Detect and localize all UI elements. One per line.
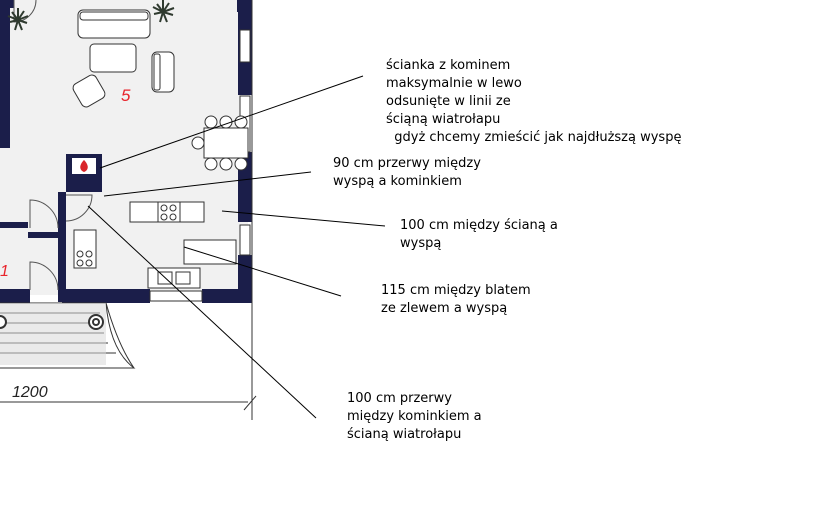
- leader-line-1: [99, 75, 364, 169]
- wall-partition: [58, 192, 66, 302]
- chair: [219, 157, 233, 171]
- leader-lines: [87, 75, 386, 419]
- burner: [85, 250, 93, 258]
- flame-icon: [80, 160, 88, 172]
- window-bottom: [149, 290, 203, 302]
- counter-left: [73, 229, 97, 269]
- wall-bottom-left: [0, 289, 30, 303]
- wall-kitchen-stub: [28, 232, 60, 238]
- post: [92, 318, 100, 326]
- dining-table: [203, 127, 249, 159]
- door-bottom: [29, 261, 59, 291]
- cooktop-burner: [169, 204, 177, 212]
- chair: [234, 157, 248, 171]
- leader-line-2: [103, 171, 312, 197]
- plant-left: [7, 8, 29, 31]
- sofa-top-back: [79, 11, 149, 21]
- post: [0, 315, 7, 329]
- sink-bowl: [175, 271, 191, 285]
- cooktop-burner: [160, 204, 168, 212]
- door-left: [29, 199, 59, 229]
- coffee-table: [89, 43, 137, 73]
- fridge: [183, 239, 237, 265]
- chair: [204, 115, 218, 129]
- armchair-left: [72, 74, 106, 108]
- door-wiatrolap: [65, 194, 93, 222]
- chair: [191, 136, 205, 150]
- kitchen-island: [129, 201, 205, 223]
- dining-chairs: [191, 115, 248, 171]
- burner: [76, 259, 84, 267]
- fireplace: [66, 154, 102, 192]
- cooktop-burner: [160, 213, 168, 221]
- dimension-label: 1200: [12, 384, 48, 401]
- chair: [204, 157, 218, 171]
- counter-sink: [147, 267, 201, 289]
- note-counter-island-gap: 115 cm między blatem ze zlewem a wyspą: [381, 283, 531, 316]
- room-number: 5: [121, 86, 131, 105]
- wall-left-upper: [0, 0, 10, 148]
- note-fireplace-wall: ścianka z kominem maksymalnie w lewo ods…: [386, 58, 682, 145]
- terrace-posts: [0, 314, 104, 330]
- leader-line-3: [221, 210, 386, 227]
- note-fireplace-wiatrolap-gap: 100 cm przerwy między kominkiem a ścianą…: [347, 391, 482, 442]
- chair: [234, 115, 248, 129]
- room-number-left: 1: [0, 263, 9, 280]
- window-right-1: [239, 29, 251, 63]
- armchair-right-arm: [153, 53, 161, 91]
- note-island-fireplace-gap: 90 cm przerwy między wyspą a kominkiem: [333, 156, 481, 189]
- wall-bottom-mid: [62, 289, 150, 303]
- plant-right: [152, 0, 175, 23]
- leader-line-4: [183, 246, 342, 297]
- leader-line-5: [87, 205, 317, 419]
- burner: [85, 259, 93, 267]
- island-counter: [129, 201, 205, 223]
- window-right-3: [239, 224, 251, 256]
- plants: [7, 0, 175, 31]
- terrace-fill: [0, 303, 106, 365]
- dimension-line: [0, 0, 257, 420]
- wall-bottom-right: [202, 289, 252, 303]
- cooktop-burner: [169, 213, 177, 221]
- wall-center-stub: [0, 222, 28, 228]
- burner: [76, 250, 84, 258]
- living-room-furniture: [72, 9, 249, 159]
- note-wall-island-gap: 100 cm między ścianą a wyspą: [400, 218, 558, 251]
